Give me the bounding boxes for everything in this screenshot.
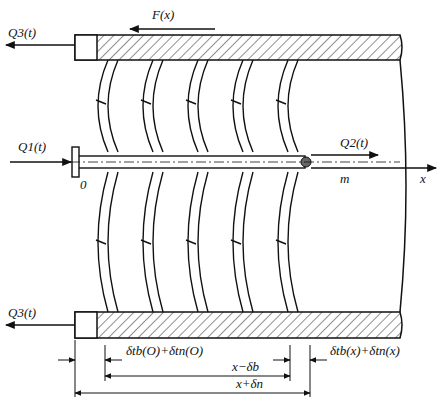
label: Q1(t) (18, 140, 46, 154)
label: x−δb (232, 360, 259, 374)
centerline (70, 162, 400, 163)
label: m (340, 172, 349, 186)
label: Q3(t) (8, 26, 36, 40)
label: Q3(t) (8, 306, 36, 320)
label: x (420, 172, 426, 186)
label: x+δn (236, 377, 263, 391)
label: δtb(O)+δtn(O) (126, 344, 203, 358)
dimension-lines (58, 340, 327, 397)
housing (75, 35, 406, 338)
label: Q2(t) (340, 136, 368, 150)
label: δtb(x)+δtn(x) (330, 344, 400, 358)
label: F(x) (152, 8, 174, 22)
discs (96, 60, 298, 312)
force-arrows (6, 29, 436, 325)
label: 0 (80, 178, 87, 192)
